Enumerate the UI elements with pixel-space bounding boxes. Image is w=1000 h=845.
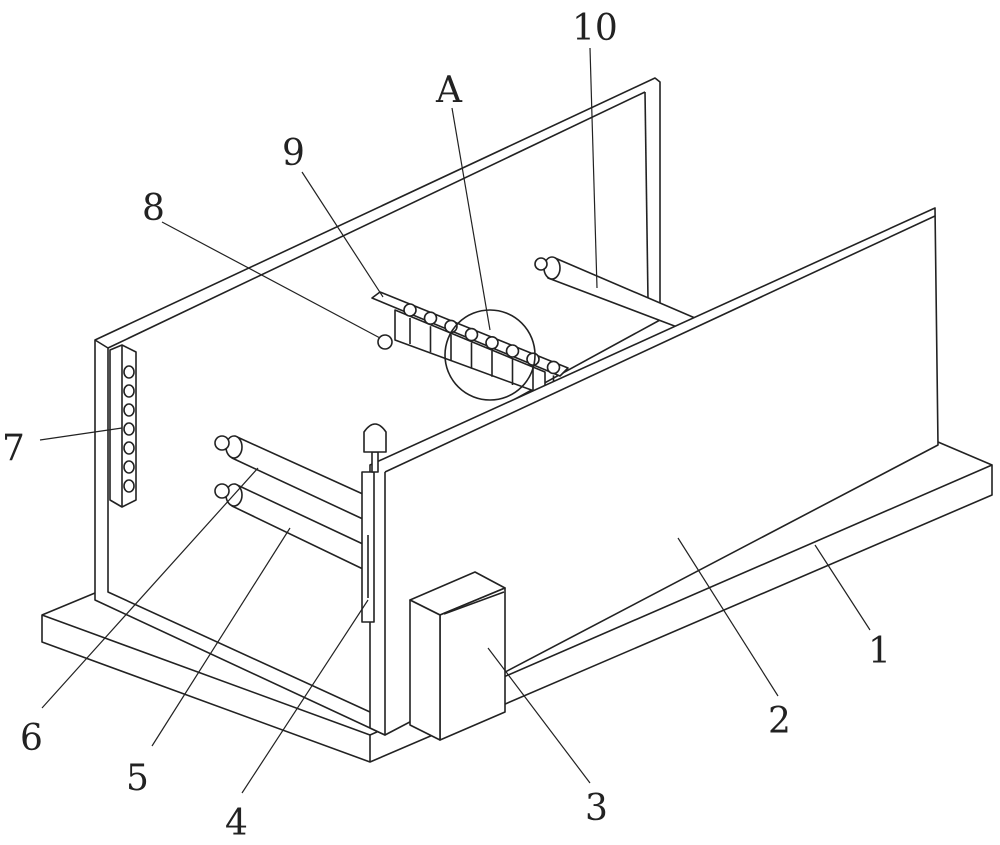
nut-icon xyxy=(548,361,560,373)
button-icon xyxy=(124,404,134,416)
label-6: 6 xyxy=(20,718,43,759)
nut-icon xyxy=(425,312,437,324)
label-10: 10 xyxy=(572,8,618,49)
label-4: 4 xyxy=(225,803,248,844)
button-icon xyxy=(124,461,134,473)
label-8: 8 xyxy=(142,188,165,229)
control-box-3 xyxy=(410,572,505,740)
label-2: 2 xyxy=(768,701,791,742)
button-icon xyxy=(124,366,134,378)
label-5: 5 xyxy=(126,758,149,799)
label-7: 7 xyxy=(2,428,25,469)
label-a: A xyxy=(435,70,463,111)
nut-icon xyxy=(486,337,498,349)
nut-icon xyxy=(507,345,519,357)
button-icon xyxy=(124,480,134,492)
label-3: 3 xyxy=(585,788,608,829)
nut-icon xyxy=(404,304,416,316)
nut-icon xyxy=(527,353,539,365)
button-icon xyxy=(124,385,134,397)
button-icon xyxy=(124,442,134,454)
label-9: 9 xyxy=(282,133,305,174)
label-1: 1 xyxy=(868,631,891,672)
nut-icon xyxy=(466,329,478,341)
button-icon xyxy=(124,423,134,435)
button-panel-7 xyxy=(110,345,136,507)
